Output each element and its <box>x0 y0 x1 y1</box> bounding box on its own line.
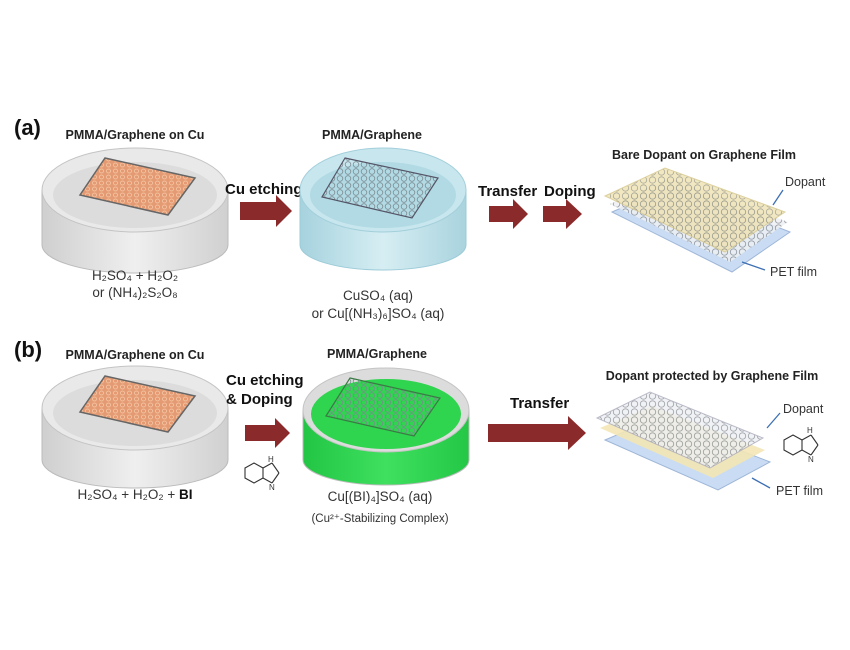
b-beaker-etchant <box>41 365 229 489</box>
b-graphene-layer <box>595 391 765 469</box>
b-dopant-pointer <box>766 412 781 429</box>
b-film-stack <box>595 391 772 491</box>
a-film-stack <box>603 167 792 273</box>
b-molecule-h-atom: H <box>268 455 274 464</box>
b-arrow1-label-line2: & Doping <box>226 391 293 408</box>
b-pmma-graphene-film <box>325 377 441 437</box>
b-step1-solution-main: H₂SO₄ + H₂O₂ + <box>77 487 179 502</box>
b-arrow2-icon <box>488 416 586 450</box>
a-dopant-layer <box>603 167 787 253</box>
b-step1-solution: H₂SO₄ + H₂O₂ + BI <box>77 487 192 502</box>
a-pmma-graphene-film <box>321 157 439 219</box>
b-step3-title: Dopant protected by Graphene Film <box>606 369 819 383</box>
a-arrow1-icon <box>240 195 292 227</box>
benzimidazole-molecule-icon: H N <box>244 455 280 492</box>
b-molecule2-n-atom: N <box>808 455 814 464</box>
a-arrow3-label: Doping <box>544 183 596 200</box>
b-arrow2-label: Transfer <box>510 395 569 412</box>
b-beaker-complex <box>302 367 470 486</box>
a-copper-foil <box>78 157 197 216</box>
b-copper-foil <box>78 375 197 433</box>
panel-b: (b) PMMA/Graphene on Cu H₂SO₄ + H₂O₂ + B… <box>14 337 824 525</box>
b-arrow1-label-line1: Cu etching <box>226 372 304 389</box>
a-step1-solution-line1: H₂SO₄ + H₂O₂ <box>92 268 178 283</box>
b-molecule2-h-atom: H <box>807 426 813 435</box>
a-arrow2-label: Transfer <box>478 183 537 200</box>
a-beaker-solution <box>299 147 467 271</box>
b-molecule-n-atom: N <box>269 483 275 492</box>
b-step2-title: PMMA/Graphene <box>327 347 427 361</box>
a-dopant-pointer <box>772 189 784 206</box>
b-step2-solution-line1: Cu[(BI)₄]SO₄ (aq) <box>328 489 433 504</box>
a-arrow1-label: Cu etching <box>225 181 303 198</box>
a-pet-pointer <box>741 261 766 271</box>
b-pet-pointer <box>751 477 771 489</box>
a-step1-solution-line2: or (NH₄)₂S₂O₈ <box>92 285 177 300</box>
a-step2-title: PMMA/Graphene <box>322 128 422 142</box>
panel-a: (a) PMMA/Graphene on Cu H₂SO₄ + H₂O₂ or … <box>14 115 826 321</box>
a-pet-label: PET film <box>770 265 817 279</box>
panel-b-label: (b) <box>14 337 42 362</box>
benzimidazole-molecule-icon-2: H N <box>783 426 819 464</box>
a-step2-solution-line1: CuSO₄ (aq) <box>343 288 413 303</box>
panel-a-label: (a) <box>14 115 41 140</box>
a-beaker-etchant <box>41 147 229 274</box>
b-arrow1-icon <box>245 418 290 448</box>
a-arrow2-icon <box>489 199 528 229</box>
b-step2-solution-line2: (Cu²⁺-Stabilizing Complex) <box>311 513 448 525</box>
a-arrow3-icon <box>543 199 582 229</box>
a-step2-solution-line2: or Cu[(NH₃)₆]SO₄ (aq) <box>312 306 445 321</box>
a-step3-title: Bare Dopant on Graphene Film <box>612 148 796 162</box>
b-dopant-label: Dopant <box>783 402 824 416</box>
a-dopant-label: Dopant <box>785 175 826 189</box>
b-step1-title: PMMA/Graphene on Cu <box>66 348 205 362</box>
b-step1-solution-bi: BI <box>179 487 193 502</box>
a-step1-title: PMMA/Graphene on Cu <box>66 128 205 142</box>
b-pet-label: PET film <box>776 484 823 498</box>
